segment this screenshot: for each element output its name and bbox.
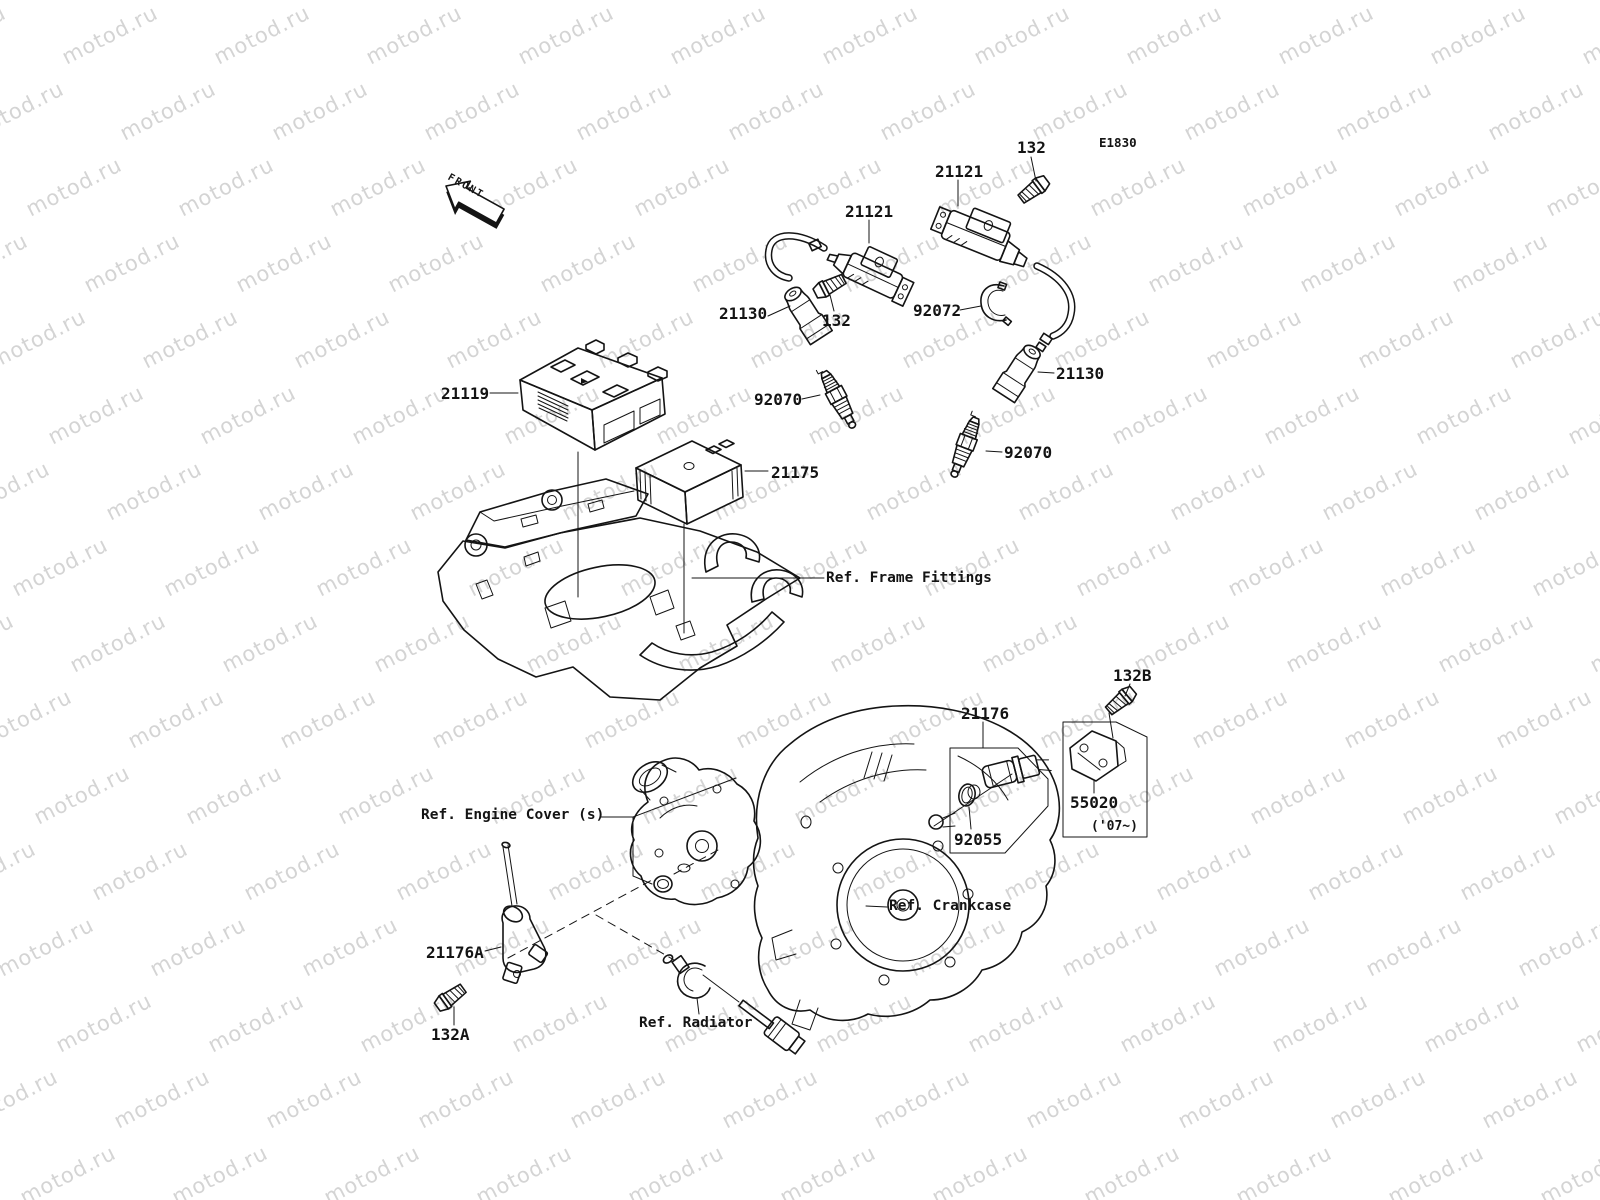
part-label-92072: 92072 [913,301,962,320]
ref-label-frame-fittings: Ref. Frame Fittings [826,570,992,586]
spark-plug-left [815,369,857,429]
wire-clamp-92072 [980,281,1013,327]
screw-132-top [1017,174,1051,204]
part-label-21175: 21175 [771,463,820,482]
water-pipe [738,999,806,1055]
leader-lines [453,156,1131,1026]
model-year-note: ('07~) [1091,819,1138,834]
part-label-55020: 55020 [1070,793,1119,812]
front-direction-arrow [445,180,505,229]
plug-cap-left [784,286,834,346]
speed-sensor-group [949,721,1052,854]
frame-fitting-tray [437,478,804,701]
part-label-132-left: 132 [822,311,851,330]
part-label-132-top: 132 [1017,138,1046,157]
diagram-code: E1830 [1099,135,1137,150]
part-label-132a: 132A [431,1025,470,1044]
cover-plate-group [1062,712,1148,838]
part-label-92055: 92055 [954,830,1003,849]
ignition-coil-left [764,232,915,307]
screw-132b [1104,685,1138,716]
part-label-21130-left: 21130 [719,304,768,323]
part-label-21119: 21119 [441,384,490,403]
front-marker-label: FRONT [445,172,487,202]
part-label-21176: 21176 [961,704,1010,723]
part-label-21176a: 21176A [426,943,484,962]
part-label-92070-right: 92070 [1004,443,1053,462]
radiator-hose-clamp [662,954,711,999]
part-label-21121-right: 21121 [935,162,984,181]
spark-plug-right [950,410,980,478]
ref-label-engine-cover: Ref. Engine Cover (s) [421,807,605,823]
part-label-21121-left: 21121 [845,202,894,221]
part-label-132b: 132B [1113,666,1152,685]
relay-21175 [635,439,744,634]
plug-cap-right [991,344,1041,404]
ref-label-radiator: Ref. Radiator [639,1015,753,1031]
engine-cover [600,757,762,906]
water-temp-sensor [484,841,549,985]
screw-132a [433,983,467,1012]
ignition-coil-right [929,206,1076,353]
ref-label-crankcase: Ref. Crankcase [889,898,1012,914]
part-label-21130-right: 21130 [1056,364,1105,383]
part-label-92070-left: 92070 [754,390,803,409]
